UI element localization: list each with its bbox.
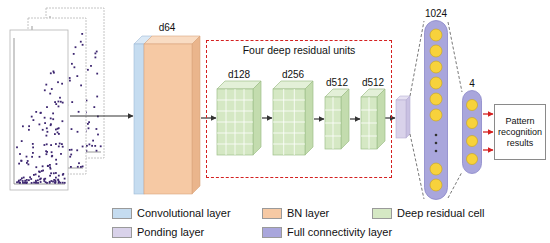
- flow-arrow: [262, 117, 272, 118]
- residual-block: d512: [361, 77, 385, 149]
- fan-line: [410, 134, 424, 199]
- layer-size: d512: [362, 77, 384, 89]
- legend-swatch: [262, 227, 282, 238]
- fan-line: [410, 21, 424, 96]
- legend-item: BN layer: [262, 207, 329, 220]
- legend-swatch: [372, 208, 392, 219]
- legend-swatch: [112, 227, 132, 238]
- neuron-column: [462, 90, 482, 174]
- layer-size: 1024: [425, 8, 447, 20]
- output-arrows: [483, 114, 493, 150]
- dense-layer: 4: [462, 78, 482, 174]
- residual-block: d128: [217, 69, 261, 155]
- residual-block: d256: [273, 69, 313, 155]
- layer-size: d256: [282, 69, 304, 81]
- layer-size: 4: [469, 78, 475, 90]
- legend-item: Convolutional layer: [112, 207, 231, 220]
- input-arrow: [70, 115, 133, 116]
- legend-label: Full connectivity layer: [287, 226, 392, 239]
- layer-size: d64: [159, 22, 176, 34]
- legend-item: Full connectivity layer: [262, 226, 392, 239]
- residual-block: d512: [325, 77, 349, 149]
- layer-shape: [134, 34, 200, 194]
- layer-shape: [217, 81, 261, 155]
- layer-size: d128: [228, 69, 250, 81]
- legend-label: Deep residual cell: [397, 207, 484, 220]
- flow-arrow: [314, 118, 324, 119]
- neuron-column: [424, 20, 448, 200]
- flow-arrow: [350, 118, 360, 119]
- pooling-slab: [396, 96, 410, 138]
- result-label: Pattern recognition results: [497, 116, 543, 149]
- legend-label: BN layer: [287, 207, 329, 220]
- layer-shape: [273, 81, 313, 155]
- pool-arrow: [385, 117, 395, 118]
- legend-swatch: [262, 208, 282, 219]
- layer-shape: [325, 89, 349, 149]
- scatter-plot: [10, 30, 68, 190]
- legend-item: Deep residual cell: [372, 207, 484, 220]
- scatter-images: [10, 8, 104, 190]
- group-title: Four deep residual units: [207, 44, 391, 57]
- result-box: Pattern recognition results: [494, 104, 546, 160]
- layer-shape: [361, 89, 385, 149]
- dense-connection: [448, 22, 462, 198]
- dense-layer: 1024: [424, 8, 448, 200]
- legend-label: Ponding layer: [137, 226, 204, 239]
- legend-swatch: [112, 208, 132, 219]
- legend-item: Ponding layer: [112, 226, 204, 239]
- layer-size: d512: [326, 77, 348, 89]
- legend-label: Convolutional layer: [137, 207, 231, 220]
- conv-bn-block: d64: [134, 22, 200, 194]
- residual-group: Four deep residual units d128 d256 d512 d512: [206, 40, 392, 178]
- flow-arrow: [201, 117, 216, 118]
